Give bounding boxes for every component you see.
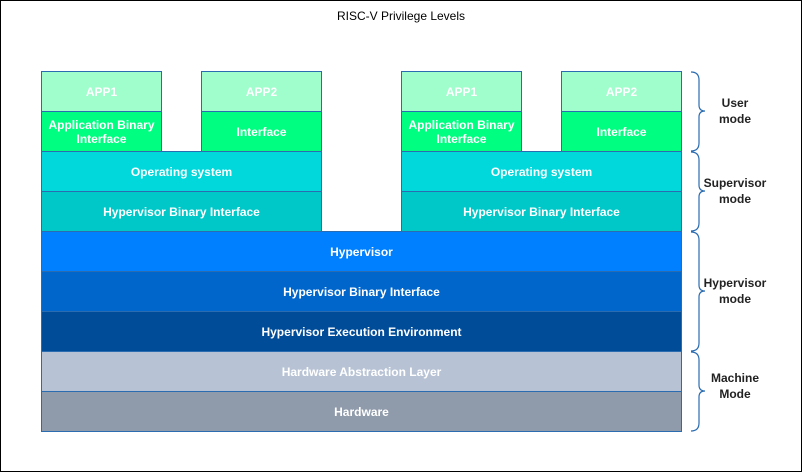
hypervisor-mode-brace [690,231,706,352]
interface-left: Interface [201,111,322,152]
supervisor-mode-brace [690,151,706,232]
hypervisor-execution-environment-layer: Hypervisor Execution Environment [41,311,682,352]
interface-right: Interface [561,111,682,152]
abi-left: Application Binary Interface [41,111,162,152]
app1-right: APP1 [401,71,522,112]
abi-right: Application Binary Interface [401,111,522,152]
os-right: Operating system [401,151,682,192]
hypervisor-layer: Hypervisor [41,231,682,272]
os-left: Operating system [41,151,322,192]
hardware-layer: Hardware [41,391,682,432]
app2-left: APP2 [201,71,322,112]
hypervisor-binary-interface-layer: Hypervisor Binary Interface [41,271,682,312]
hbi-right: Hypervisor Binary Interface [401,191,682,232]
user-mode-brace [690,71,706,152]
diagram-title: RISC-V Privilege Levels [336,9,466,23]
machine-mode-brace [690,351,706,432]
hardware-abstraction-layer: Hardware Abstraction Layer [41,351,682,392]
hbi-left: Hypervisor Binary Interface [41,191,322,232]
